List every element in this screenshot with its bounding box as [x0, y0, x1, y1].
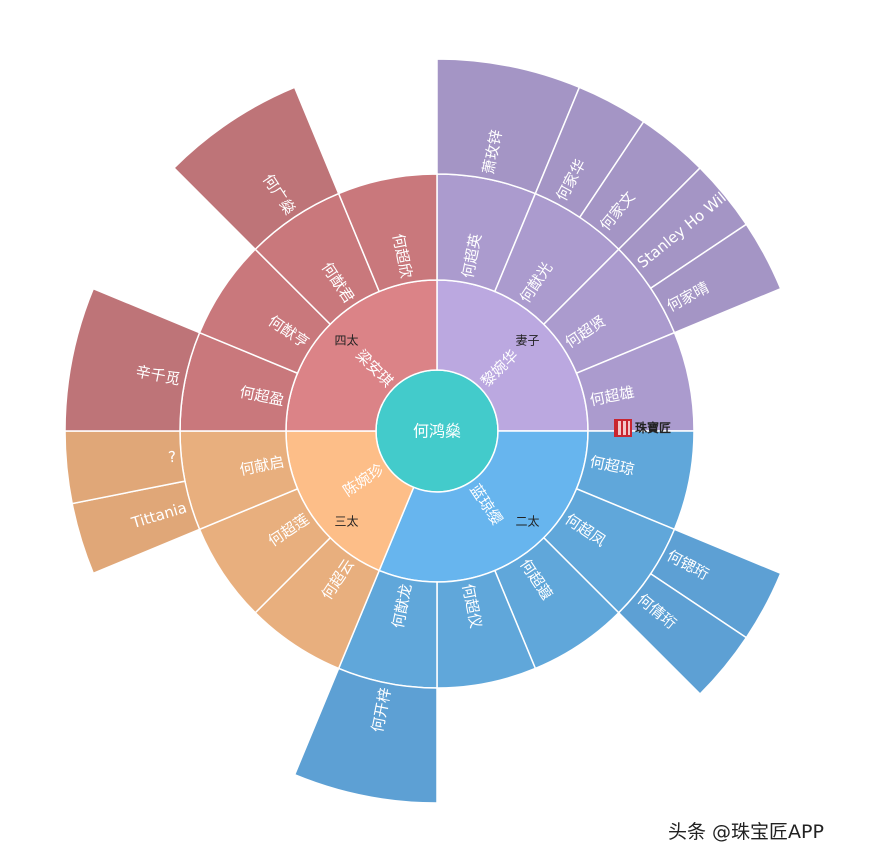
watermark: 头条 @珠宝匠APP	[668, 821, 824, 843]
branch-tag: 二太	[516, 514, 540, 529]
sector-label: ?	[167, 448, 177, 467]
sector-何家晴[interactable]	[649, 223, 782, 334]
branch-tag: 妻子	[516, 333, 540, 347]
sector-何开梓[interactable]	[293, 667, 438, 804]
logo: 珠寶匠	[614, 419, 671, 437]
center-label: 何鸿燊	[413, 422, 461, 441]
sector-何倩珩[interactable]	[617, 572, 748, 696]
branch-tag: 四太	[334, 332, 358, 347]
seal-icon	[614, 419, 632, 437]
logo-text: 珠寶匠	[635, 421, 672, 435]
branch-tag: 三太	[334, 514, 358, 529]
sector-何广燊[interactable]	[172, 86, 340, 251]
sector-辛千觅[interactable]	[64, 287, 201, 432]
sector-何超欣[interactable]	[337, 173, 438, 293]
